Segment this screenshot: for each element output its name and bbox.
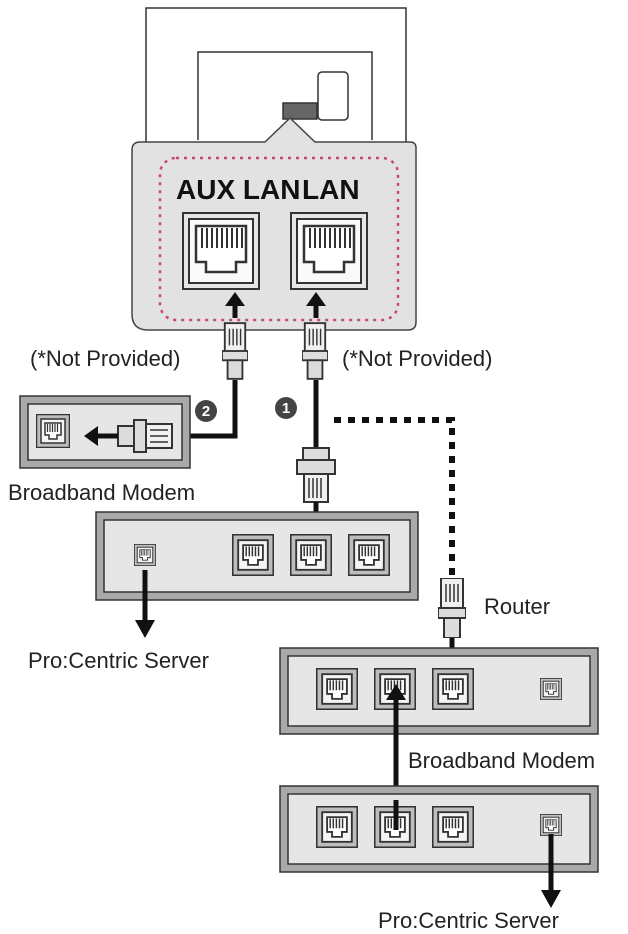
step-2-badge: 2 bbox=[195, 400, 217, 422]
router-device bbox=[279, 647, 599, 735]
not-provided-label-right: (*Not Provided) bbox=[342, 346, 492, 371]
broadband-modem-label-top: Broadband Modem bbox=[8, 480, 195, 505]
step-2-number: 2 bbox=[202, 403, 210, 420]
port-callout-panel bbox=[131, 116, 417, 331]
broadband-modem-bottom bbox=[279, 785, 599, 873]
ethernet-plug-aux bbox=[222, 322, 248, 380]
lan-port bbox=[290, 212, 368, 290]
plug-horizontal-modem bbox=[117, 419, 173, 453]
ethernet-plug-switch bbox=[296, 447, 336, 503]
router-port-1 bbox=[316, 668, 358, 710]
broadband-modem-label-bottom: Broadband Modem bbox=[408, 748, 595, 773]
router-label: Router bbox=[484, 594, 550, 619]
dotted-cable-to-router bbox=[334, 417, 455, 578]
pro-centric-server-label-top: Pro:Centric Server bbox=[28, 648, 209, 673]
step-1-number: 1 bbox=[282, 400, 290, 417]
pro-centric-server-label-bottom: Pro:Centric Server bbox=[378, 908, 559, 933]
lan-arrow-up bbox=[306, 292, 326, 318]
switch-port-3 bbox=[348, 534, 390, 576]
cable-aux-to-modem bbox=[174, 380, 238, 439]
arrow-to-pro-centric-server-top bbox=[135, 570, 155, 638]
modem-bottom-port-3 bbox=[432, 806, 474, 848]
lan-label: LAN bbox=[302, 174, 360, 205]
aux-lan-label: AUX LAN bbox=[176, 174, 300, 205]
step-1-badge: 1 bbox=[275, 397, 297, 419]
ethernet-plug-router bbox=[438, 578, 466, 638]
not-provided-label-left: (*Not Provided) bbox=[30, 346, 180, 371]
modem-left-port bbox=[36, 414, 70, 448]
arrow-to-pro-centric-server-bottom bbox=[541, 834, 561, 908]
switch-port-2 bbox=[290, 534, 332, 576]
aux-lan-port bbox=[182, 212, 260, 290]
arrow-into-router-port-2 bbox=[386, 684, 406, 700]
switch-small-port bbox=[134, 544, 156, 566]
switch-port-1 bbox=[232, 534, 274, 576]
router-port-3 bbox=[432, 668, 474, 710]
aux-lan-arrow-up bbox=[225, 292, 245, 318]
network-switch bbox=[95, 511, 419, 601]
modem-bottom-small-port bbox=[540, 814, 562, 836]
arrow-into-modem-left bbox=[84, 426, 118, 446]
ethernet-plug-lan bbox=[302, 322, 328, 380]
modem-bottom-port-1 bbox=[316, 806, 358, 848]
router-small-port bbox=[540, 678, 562, 700]
